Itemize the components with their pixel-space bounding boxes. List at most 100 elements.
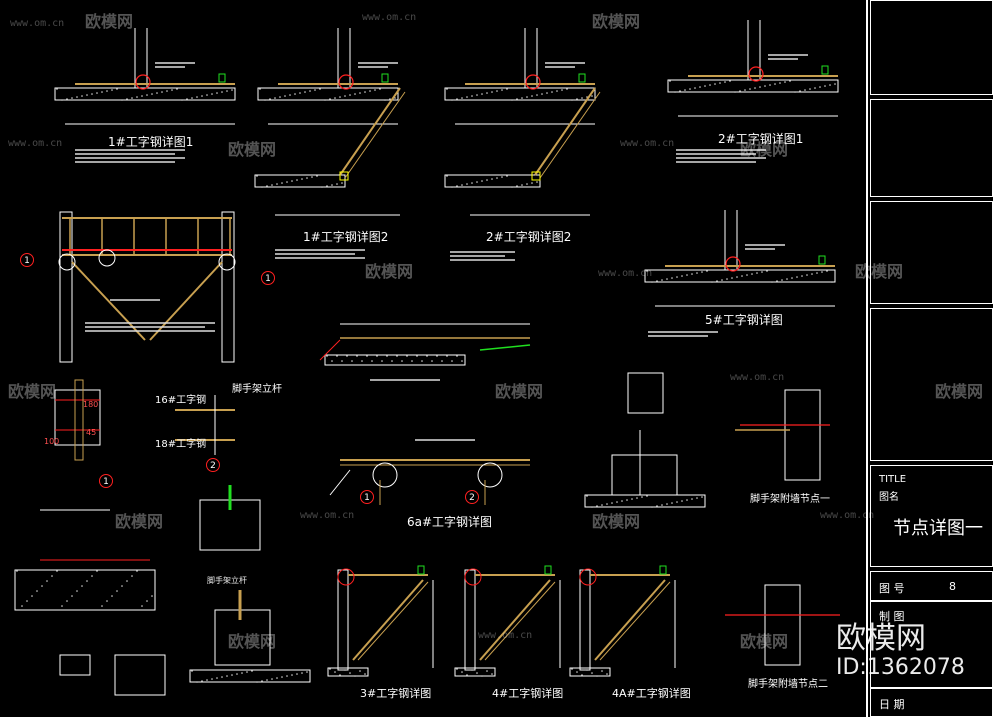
concrete-dot — [446, 175, 448, 177]
concrete-dot — [801, 275, 803, 277]
concrete-dot — [161, 91, 163, 93]
detail-3-clip — [417, 565, 425, 575]
concrete-dot — [171, 89, 173, 91]
concrete-dot — [221, 91, 223, 93]
concrete-dot — [566, 88, 568, 90]
concrete-dot — [776, 280, 778, 282]
concrete-dot — [461, 97, 463, 99]
detail-marker: 1 — [261, 271, 275, 285]
concrete-dot — [116, 88, 118, 90]
concrete-dot — [264, 99, 266, 101]
concrete-dot — [301, 178, 303, 180]
concrete-dot — [671, 502, 673, 504]
detail-3-brace2 — [357, 581, 429, 661]
concrete-dot — [186, 98, 188, 100]
watermark-brand-large: 欧模网 — [836, 621, 926, 656]
concrete-dot — [36, 590, 38, 592]
concrete-dot — [291, 180, 293, 182]
concrete-dot — [86, 580, 88, 582]
watermark-url: www.om.cn — [10, 18, 65, 29]
concrete-dot — [744, 89, 746, 91]
detail-2-1-slab — [667, 79, 839, 93]
detail-5-green-clip — [818, 255, 826, 265]
concrete-dot — [396, 355, 398, 357]
label-scaffold-pole: 脚手架立杆 — [232, 384, 282, 395]
concrete-dot — [516, 185, 518, 187]
concrete-dot — [669, 80, 671, 82]
concrete-dot — [136, 570, 138, 572]
watermark-brand: 欧模网 — [85, 12, 134, 31]
concrete-dot — [46, 580, 48, 582]
watermark-brand: 欧模网 — [592, 12, 641, 31]
watermark-brand: 欧模网 — [740, 140, 789, 159]
title-block-cell-2 — [870, 99, 993, 197]
detail-2-2-node — [531, 171, 541, 181]
watermark-brand: 欧模网 — [115, 512, 164, 531]
concrete-dot — [446, 88, 448, 90]
concrete-dot — [291, 674, 293, 676]
concrete-dot — [176, 88, 178, 90]
concrete-dot — [344, 95, 346, 97]
concrete-dot — [141, 605, 143, 607]
concrete-dot — [486, 179, 488, 181]
concrete-dot — [666, 278, 668, 280]
concrete-dot — [216, 92, 218, 94]
concrete-dot — [781, 279, 783, 281]
concrete-dot — [359, 670, 361, 672]
concrete-dot — [834, 83, 836, 85]
concrete-dot — [236, 673, 238, 675]
concrete-dot — [314, 89, 316, 91]
dim-45: 45 — [86, 428, 97, 437]
concrete-dot — [789, 80, 791, 82]
watermark-url: www.om.cn — [362, 12, 417, 23]
concrete-dot — [521, 97, 523, 99]
detail-4a-slab — [569, 667, 611, 677]
concrete-dot — [511, 186, 513, 188]
detail-3-slab — [327, 667, 369, 677]
concrete-dot — [326, 185, 328, 187]
caption-node-1: 脚手架附墙节点一 — [750, 494, 830, 505]
concrete-dot — [86, 94, 88, 96]
concrete-dot — [261, 680, 263, 682]
concrete-dot — [471, 669, 473, 671]
concrete-dot — [31, 595, 33, 597]
concrete-dot — [491, 178, 493, 180]
concrete-dot — [656, 280, 658, 282]
anchor-slab — [584, 494, 706, 508]
concrete-dot — [341, 182, 343, 184]
concrete-dot — [616, 501, 618, 503]
concrete-dot — [191, 670, 193, 672]
node-2-wall — [764, 584, 801, 666]
detail-4a-brace2 — [599, 581, 671, 661]
concrete-dot — [331, 360, 333, 362]
concrete-dot — [101, 605, 103, 607]
detail-2-2-bottom-slab — [444, 174, 541, 188]
concrete-dot — [321, 186, 323, 188]
concrete-dot — [334, 671, 336, 673]
concrete-dot — [714, 83, 716, 85]
detail-marker: 2 — [465, 490, 479, 504]
concrete-dot — [461, 184, 463, 186]
concrete-dot — [346, 355, 348, 357]
concrete-dot — [696, 497, 698, 499]
caption-1-detail-1: 1#工字钢详图1 — [108, 135, 194, 149]
concrete-dot — [701, 496, 703, 498]
concrete-dot — [681, 275, 683, 277]
concrete-dot — [486, 92, 488, 94]
concrete-dot — [481, 93, 483, 95]
caption-6a-detail: 6a#工字钢详图 — [407, 515, 493, 529]
concrete-dot — [641, 496, 643, 498]
elev-circle-left — [58, 253, 76, 271]
concrete-dot — [736, 276, 738, 278]
concrete-dot — [284, 95, 286, 97]
concrete-dot — [231, 89, 233, 91]
concrete-dot — [756, 272, 758, 274]
concrete-dot — [596, 505, 598, 507]
concrete-dot — [351, 360, 353, 362]
concrete-dot — [131, 575, 133, 577]
concrete-dot — [731, 277, 733, 279]
concrete-dot — [806, 274, 808, 276]
concrete-dot — [596, 675, 598, 677]
concrete-dot — [319, 88, 321, 90]
base-slab — [14, 569, 156, 611]
